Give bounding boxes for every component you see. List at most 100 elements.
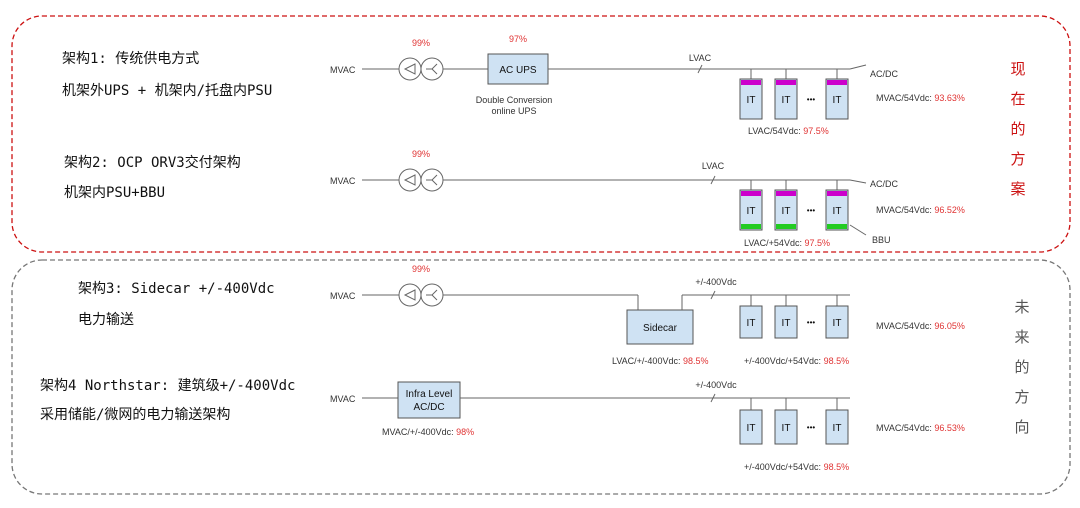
it-rack-label: IT [833,318,842,329]
arch3-title: 架构3: Sidecar +/-400Vdc [78,281,275,297]
bus-label: LVAC [702,161,725,171]
mvac-label: MVAC [330,176,356,186]
transformer-coil [398,57,422,81]
acdc-label: AC/DC [870,179,899,189]
it-rack-label: IT [747,206,756,217]
total-efficiency-value: 93.63% [934,93,965,103]
it-rack [774,305,798,339]
rack-efficiency-value: 97.5% [803,126,829,136]
arch4-subtitle: 采用储能/微网的电力输送架构 [40,407,231,423]
transformer-coil [398,283,422,307]
wye-symbol [426,63,438,75]
delta-symbol [403,174,416,186]
delta-symbol [403,289,416,301]
ups-caption: Double Conversion [476,95,553,105]
bbu-bar [741,224,761,229]
it-rack [774,78,798,120]
it-rack-label: IT [833,95,842,106]
total-efficiency-label: MVAC/54Vdc: 96.52% [876,205,965,215]
bbu-bar [827,224,847,229]
bbu-pointer [849,224,867,236]
future-label-char: 向 [1014,418,1030,436]
psu-bar [741,80,761,85]
it-rack [774,409,798,445]
psu-bar [776,191,796,196]
it-rack [739,409,763,445]
it-rack [825,305,849,339]
bbu-bar [776,224,796,229]
future-label-char: 未 [1014,298,1030,316]
acdc-pointer [849,64,867,70]
total-efficiency-value: 96.53% [934,423,965,433]
bus-tick [710,175,716,185]
it-rack [825,409,849,445]
current-label-char: 现 [1010,60,1026,78]
mvac-label: MVAC [330,394,356,404]
future-label-char: 的 [1014,358,1030,376]
it-rack-label: IT [782,318,791,329]
it-rack-label: IT [747,318,756,329]
wye-symbol [426,289,438,301]
bus-label: LVAC [689,53,712,63]
ellipsis: ••• [807,318,816,327]
it-rack-label: IT [782,95,791,106]
it-rack [825,189,849,231]
bus-tick [710,393,716,403]
total-efficiency-value: 96.05% [934,321,965,331]
bus-label: +/-400Vdc [695,380,737,390]
sidecar-efficiency-label: LVAC/+/-400Vdc: 98.5% [612,356,709,366]
ac-ups-label: AC UPS [499,65,537,76]
total-efficiency-value: 96.52% [934,205,965,215]
sidecar-efficiency-value: 98.5% [683,356,709,366]
bus-tick [697,64,703,74]
transformer-efficiency: 99% [412,264,430,274]
arch2-subtitle: 机架内PSU+BBU [64,185,166,201]
rack-efficiency-label: +/-400Vdc/+54Vdc: 98.5% [744,462,849,472]
it-rack [825,78,849,120]
psu-bar [776,80,796,85]
transformer-efficiency: 99% [412,149,430,159]
total-efficiency-label: MVAC/54Vdc: 93.63% [876,93,965,103]
it-rack-label: IT [833,206,842,217]
rack-efficiency-value: 97.5% [804,238,830,248]
psu-bar [827,80,847,85]
mvac-label: MVAC [330,65,356,75]
bus-label: +/-400Vdc [695,277,737,287]
current-label-char: 案 [1010,180,1026,198]
transformer-coil [398,168,422,192]
future-label-char: 来 [1014,328,1030,346]
arch4-title: 架构4 Northstar: 建筑级+/-400Vdc [40,378,296,394]
current-label-char: 方 [1010,150,1026,168]
arch3-subtitle: 电力输送 [78,312,134,328]
rack-efficiency-label: LVAC/+54Vdc: 97.5% [744,238,830,248]
future-section-frame [11,259,1071,495]
it-rack-label: IT [747,95,756,106]
rack-efficiency-label: +/-400Vdc/+54Vdc: 98.5% [744,356,849,366]
ups-caption: online UPS [491,106,536,116]
infra-acdc-label: Infra Level [406,389,453,400]
current-label-char: 的 [1010,120,1026,138]
future-label-char: 方 [1014,388,1030,406]
transformer-efficiency: 99% [412,38,430,48]
psu-bar [827,191,847,196]
total-efficiency-label: MVAC/54Vdc: 96.53% [876,423,965,433]
total-efficiency-label: MVAC/54Vdc: 96.05% [876,321,965,331]
psu-bar [741,191,761,196]
acdc-pointer [849,179,867,184]
current-label-char: 在 [1010,90,1026,108]
arch1-title: 架构1: 传统供电方式 [62,51,200,67]
it-rack [739,189,763,231]
wye-symbol [426,174,438,186]
future-section-label: 未 来 的 方 向 [1012,292,1032,442]
ups-efficiency: 97% [509,34,527,44]
it-rack-label: IT [747,423,756,434]
bus-tick [710,290,716,300]
rack-efficiency-value: 98.5% [824,462,850,472]
bbu-label: BBU [872,235,891,245]
it-rack-label: IT [782,423,791,434]
sidecar-label: Sidecar [643,323,678,334]
it-rack [774,189,798,231]
ellipsis: ••• [807,95,816,104]
current-section-frame [11,15,1071,253]
